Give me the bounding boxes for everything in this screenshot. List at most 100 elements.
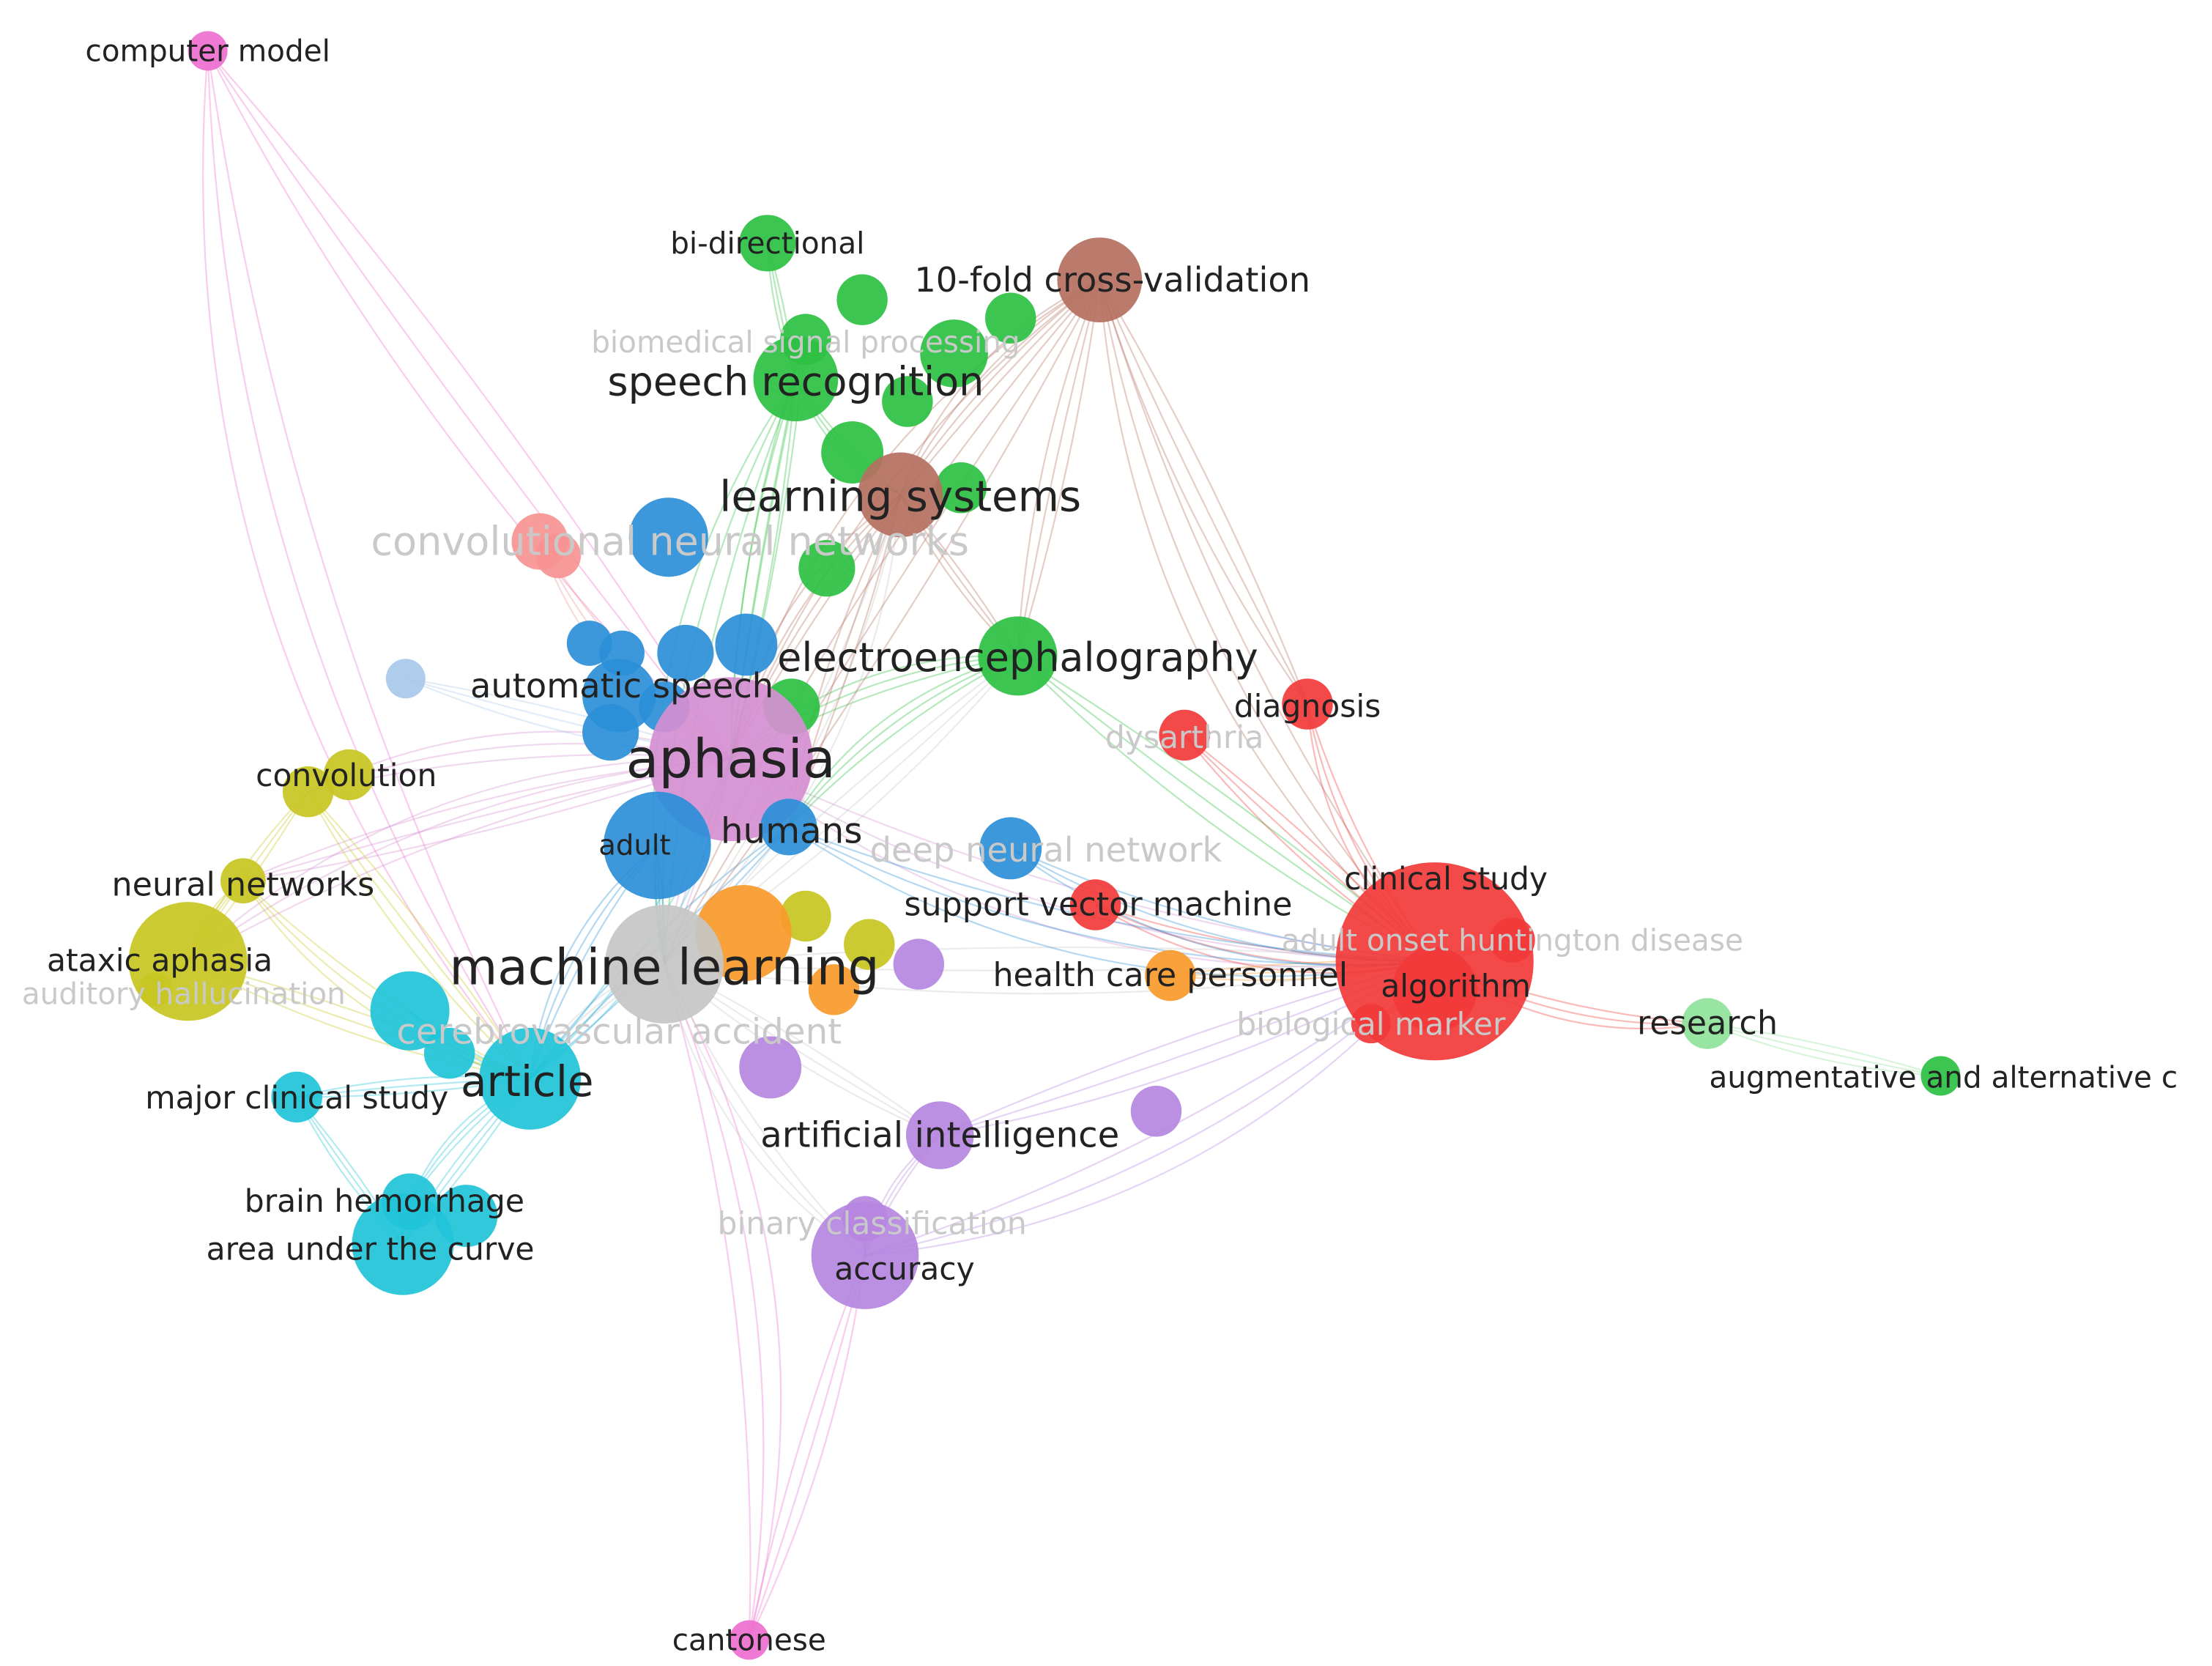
network-link (207, 51, 531, 1079)
node-label: adult (598, 829, 670, 862)
network-link (788, 826, 1435, 977)
node-label: speech recognition (607, 359, 984, 405)
node-bubble[interactable] (811, 1202, 919, 1309)
node-bubble[interactable] (603, 791, 711, 900)
node-bubble[interactable] (798, 540, 856, 597)
node-bubble[interactable] (220, 858, 266, 904)
network-link (787, 655, 1018, 828)
network-link (664, 960, 1435, 971)
network-link (1017, 279, 1101, 656)
node-bubble[interactable] (1057, 237, 1143, 322)
node-label: dysarthria (1105, 720, 1263, 756)
node-label: support vector machine (904, 886, 1292, 924)
node-bubble[interactable] (739, 215, 796, 272)
node-bubble[interactable] (858, 452, 943, 538)
network-link (1099, 279, 1308, 705)
node-bubble[interactable] (836, 274, 888, 325)
network-link (663, 963, 765, 1640)
node-label: area under the curve (207, 1232, 535, 1267)
network-link (1099, 279, 1309, 705)
node-label: bi-directional (670, 226, 864, 261)
node-bubble[interactable] (935, 462, 987, 514)
node-bubble[interactable] (844, 919, 895, 970)
node-bubble[interactable] (808, 964, 860, 1015)
node-bubble[interactable] (511, 513, 568, 570)
node-label: electroencephalography (777, 634, 1258, 681)
network-link (207, 50, 732, 760)
node-bubble[interactable] (1392, 947, 1477, 1032)
node-bubble[interactable] (753, 336, 839, 422)
node-bubble[interactable] (1282, 678, 1333, 730)
network-link (1099, 279, 1436, 962)
network-link (748, 1255, 866, 1640)
node-bubble[interactable] (323, 749, 375, 801)
node-bubble[interactable] (715, 613, 778, 676)
node-label: major clinical study (145, 1081, 448, 1117)
network-link (787, 655, 1018, 828)
node-label: biological marker (1236, 1007, 1506, 1043)
node-bubble[interactable] (188, 31, 228, 71)
node-bubble[interactable] (604, 905, 724, 1024)
network-link (664, 963, 782, 1640)
node-label: neural networks (112, 867, 375, 904)
node-bubble[interactable] (920, 319, 988, 388)
node-bubble[interactable] (1920, 1056, 1961, 1096)
node-label: accuracy (834, 1251, 974, 1287)
network-link (730, 758, 1435, 968)
network-link (1707, 1023, 1941, 1077)
node-label: binary classification (718, 1207, 1027, 1243)
network-link (748, 1255, 866, 1640)
node-bubble[interactable] (1489, 917, 1535, 963)
node-label: biomedical signal processing (591, 325, 1020, 360)
network-link (664, 279, 1101, 965)
network-link (207, 51, 531, 1079)
node-bubble[interactable] (1159, 709, 1210, 761)
node-bubble[interactable] (985, 292, 1036, 344)
node-label: 10-fold cross-validation (914, 260, 1310, 300)
node-bubble[interactable] (138, 972, 173, 1007)
node-bubble[interactable] (479, 1027, 582, 1130)
node-bubble[interactable] (760, 799, 817, 856)
node-bubble[interactable] (893, 938, 945, 990)
node-bubble[interactable] (282, 766, 334, 818)
node-bubble[interactable] (628, 497, 708, 577)
node-label: article (461, 1056, 594, 1106)
node-label: humans (721, 811, 862, 852)
network-link (748, 1255, 866, 1640)
node-label: diagnosis (1234, 689, 1381, 725)
node-bubble[interactable] (882, 376, 933, 427)
node-bubble[interactable] (739, 1036, 802, 1099)
node-bubble[interactable] (729, 1620, 769, 1660)
network-link (730, 758, 1435, 963)
network-link (664, 960, 1435, 995)
node-bubble[interactable] (582, 703, 639, 761)
node-bubble[interactable] (978, 616, 1058, 696)
node-bubble[interactable] (1130, 1086, 1182, 1137)
node-label: augmentative and alternative c (1710, 1059, 2178, 1095)
network-link (663, 279, 1101, 965)
node-label: brain hemorrhage (245, 1184, 524, 1220)
node-bubble[interactable] (271, 1071, 322, 1123)
network-link (188, 758, 731, 963)
node-bubble[interactable] (1069, 879, 1121, 930)
node-label: algorithm (1381, 969, 1531, 1004)
node-bubble[interactable] (780, 890, 831, 942)
network-link (1707, 1023, 1941, 1077)
node-bubble[interactable] (1682, 998, 1733, 1049)
network-link (187, 758, 731, 963)
node-label: machine learning (449, 938, 879, 996)
node-bubble[interactable] (423, 1027, 475, 1079)
node-label: auditory hallucination (22, 977, 346, 1012)
node-bubble[interactable] (385, 659, 426, 699)
node-bubble[interactable] (352, 1193, 454, 1295)
node-label: automatic speech (470, 666, 773, 706)
node-bubble[interactable] (1145, 949, 1196, 1002)
node-bubble[interactable] (370, 971, 450, 1051)
node-bubble[interactable] (905, 1101, 974, 1169)
node-label: research (1637, 1005, 1778, 1043)
node-bubble[interactable] (648, 677, 813, 842)
node-bubble[interactable] (657, 624, 714, 682)
node-bubble[interactable] (979, 817, 1042, 880)
node-bubble[interactable] (1351, 1004, 1391, 1044)
